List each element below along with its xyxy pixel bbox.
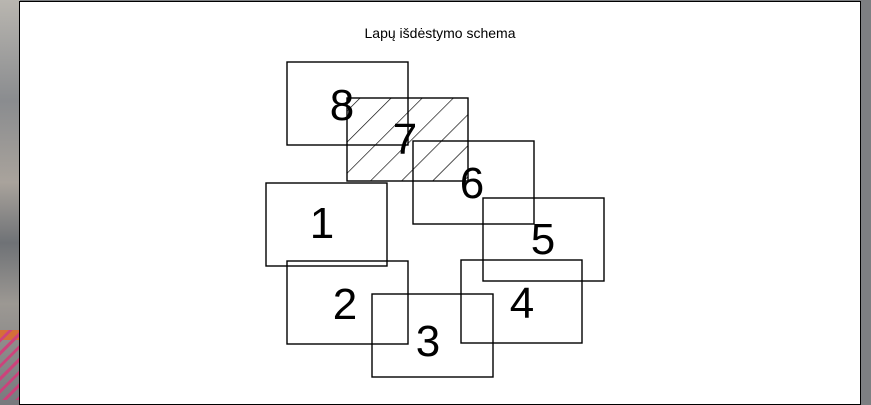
background-map xyxy=(0,0,20,405)
sheet-5: 5 xyxy=(483,198,604,281)
sheet-3-label: 3 xyxy=(416,317,440,366)
sheet-7: 7 xyxy=(347,98,468,181)
diagram-title: Lapų išdėstymo schema xyxy=(365,25,516,41)
sheet-2-label: 2 xyxy=(333,280,357,329)
sheet-3: 3 xyxy=(372,294,493,377)
sheet-2: 2 xyxy=(287,261,408,344)
sheet-4: 4 xyxy=(461,260,582,343)
sheet-4-label: 4 xyxy=(510,279,534,328)
sheet-1: 1 xyxy=(266,183,387,266)
sheet-6-label: 6 xyxy=(460,159,484,208)
sheet-5-label: 5 xyxy=(531,215,555,264)
sheet-1-label: 1 xyxy=(310,199,334,248)
